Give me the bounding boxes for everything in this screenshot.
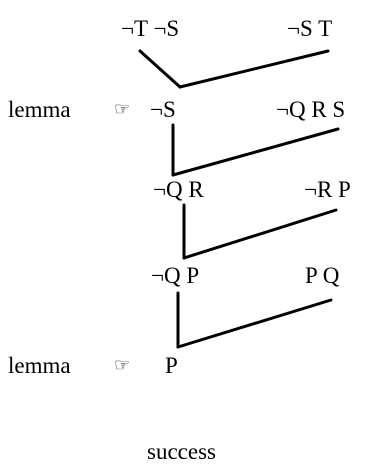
clause-not-q-r: ¬Q R: [153, 177, 204, 202]
clause-not-q-p: ¬Q P: [151, 263, 200, 288]
pointing-hand-icon: ☞: [114, 99, 131, 119]
clause-p-q: P Q: [305, 263, 340, 288]
edge-c2-c3: [178, 49, 330, 89]
clause-not-r-p: ¬R P: [304, 177, 351, 202]
pointing-hand-icon: ☞: [114, 355, 131, 375]
edge-c8-c9: [176, 298, 333, 349]
edge-c1-c3: [138, 49, 182, 89]
clause-not-s-t: ¬S T: [287, 16, 333, 41]
lemma-label-2: lemma: [8, 353, 71, 378]
edge-c6-c7: [182, 208, 338, 260]
result-label: success: [147, 439, 216, 464]
clause-not-q-r-s: ¬Q R S: [276, 97, 346, 122]
clause-not-s: ¬S: [150, 97, 176, 122]
clause-p: P: [165, 353, 178, 378]
clause-not-t-not-s: ¬T ¬S: [121, 16, 180, 41]
lemma-label-1: lemma: [8, 97, 71, 122]
edge-c4-c5: [171, 127, 340, 177]
